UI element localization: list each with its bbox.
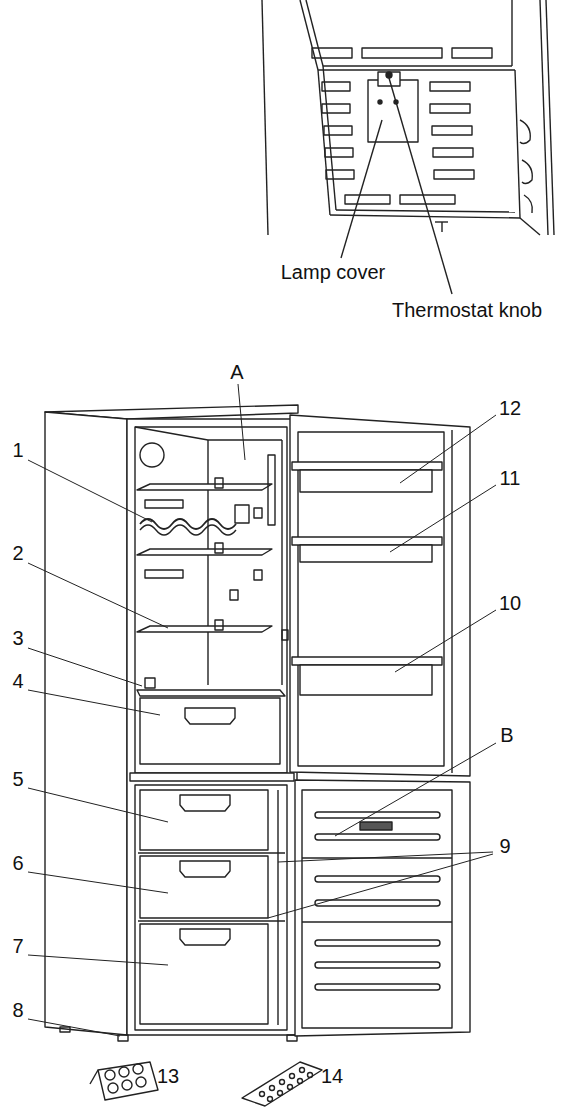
part-name: Lamp cover — [281, 262, 386, 282]
fridge-door — [282, 415, 470, 776]
fridge-body — [45, 405, 298, 1041]
callout-number: 5 — [12, 769, 23, 789]
ceiling-inset — [262, 0, 554, 294]
callout-number: 11 — [500, 468, 521, 488]
callout-letter: A — [230, 362, 243, 382]
egg-tray — [90, 1062, 158, 1100]
callout-number: 3 — [12, 628, 23, 648]
part-name: Thermostat knob — [392, 300, 542, 320]
callout-number: 7 — [12, 936, 23, 956]
callout-number: 2 — [12, 543, 23, 563]
callout-number: 10 — [499, 593, 521, 613]
callout-number: 12 — [499, 398, 521, 418]
callout-letter: B — [500, 725, 513, 745]
leader-lines — [28, 384, 496, 1036]
ice-tray — [242, 1062, 322, 1106]
callout-number: 1 — [12, 440, 23, 460]
callout-number: 9 — [499, 836, 510, 856]
callout-number: 13 — [157, 1066, 179, 1086]
callout-number: 8 — [12, 1000, 23, 1020]
callout-number: 6 — [12, 853, 23, 873]
callout-number: 14 — [321, 1066, 343, 1086]
callout-number: 4 — [12, 671, 23, 691]
freezer-door — [295, 780, 470, 1036]
